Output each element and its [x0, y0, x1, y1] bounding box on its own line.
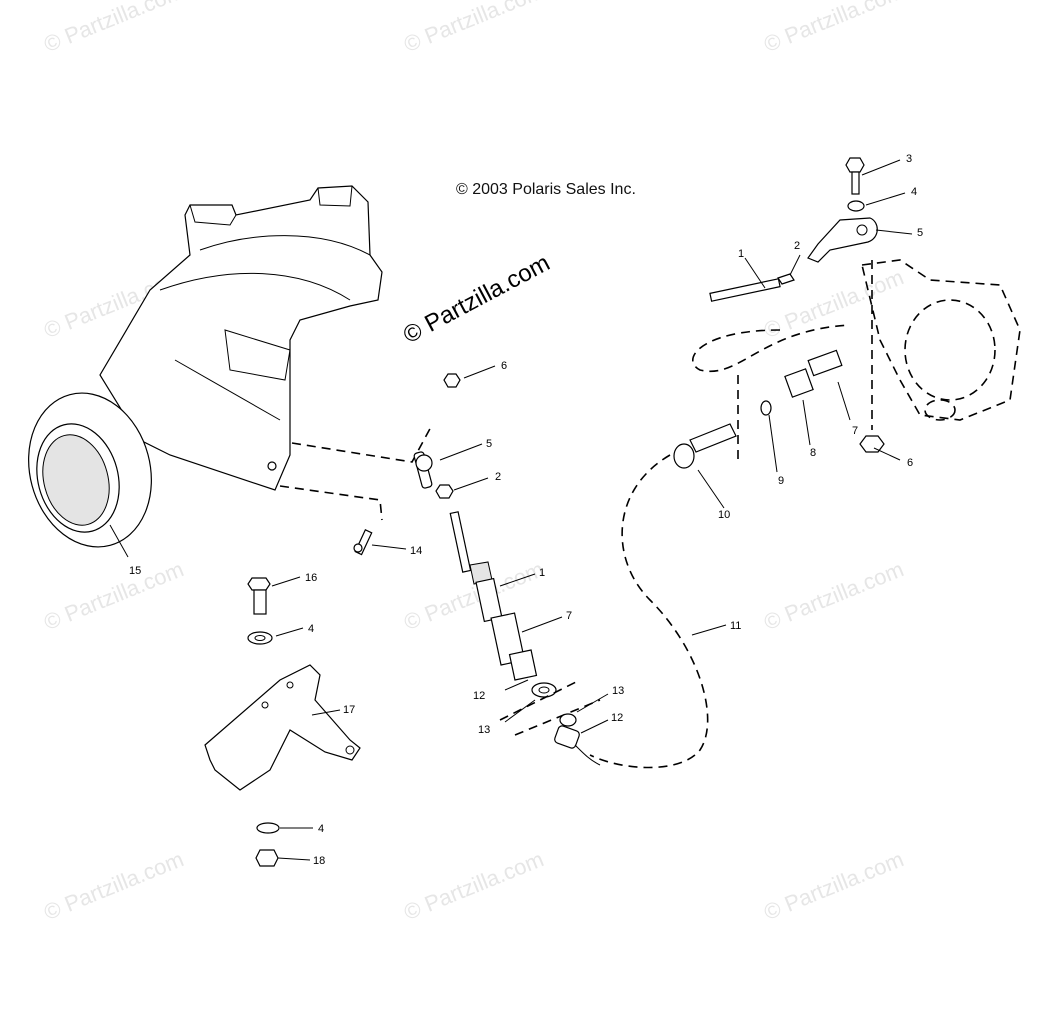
callout-7: 7 [566, 610, 573, 622]
connector-line [514, 699, 601, 736]
callout-2: 2 [495, 471, 502, 483]
cable-11 [589, 454, 709, 769]
callout-12: 12 [611, 712, 624, 724]
bracket-hardware [204, 577, 361, 867]
callout-12: 12 [473, 690, 486, 702]
callout-9: 9 [778, 475, 785, 487]
callout-18: 18 [313, 855, 326, 867]
right-cable-assembly [673, 157, 885, 469]
center-cable-assembly [413, 373, 557, 698]
callout-5: 5 [917, 227, 924, 239]
callout-1: 1 [539, 567, 546, 579]
callout-5: 5 [486, 438, 493, 450]
connector-line [291, 424, 433, 463]
nozzle-housing [28, 185, 383, 548]
leader-lines [109, 159, 913, 861]
callout-6: 6 [907, 457, 914, 469]
cable-lower-end [554, 713, 601, 766]
copyright-text: © 2003 Polaris Sales Inc. [456, 181, 636, 198]
callout-7: 7 [852, 425, 859, 437]
callout-4: 4 [911, 186, 918, 198]
callout-6: 6 [501, 360, 508, 372]
callout-4: 4 [308, 623, 315, 635]
callout-17: 17 [343, 704, 356, 716]
callout-15: 15 [129, 565, 142, 577]
callout-2: 2 [794, 240, 801, 252]
callout-1: 1 [738, 248, 745, 260]
screw-14 [353, 529, 373, 556]
mount-housing [861, 259, 1021, 421]
connector-line [279, 485, 383, 521]
callout-13: 13 [478, 724, 491, 736]
callout-13: 13 [612, 685, 625, 697]
mount-housing [924, 399, 956, 421]
callout-16: 16 [305, 572, 318, 584]
callout-3: 3 [906, 153, 913, 165]
callout-8: 8 [810, 447, 817, 459]
callout-11: 11 [730, 620, 742, 632]
connector-line [692, 324, 851, 373]
mount-housing [904, 299, 996, 401]
callout-10: 10 [718, 509, 731, 521]
callout-14: 14 [410, 545, 423, 557]
callout-4: 4 [318, 823, 325, 835]
